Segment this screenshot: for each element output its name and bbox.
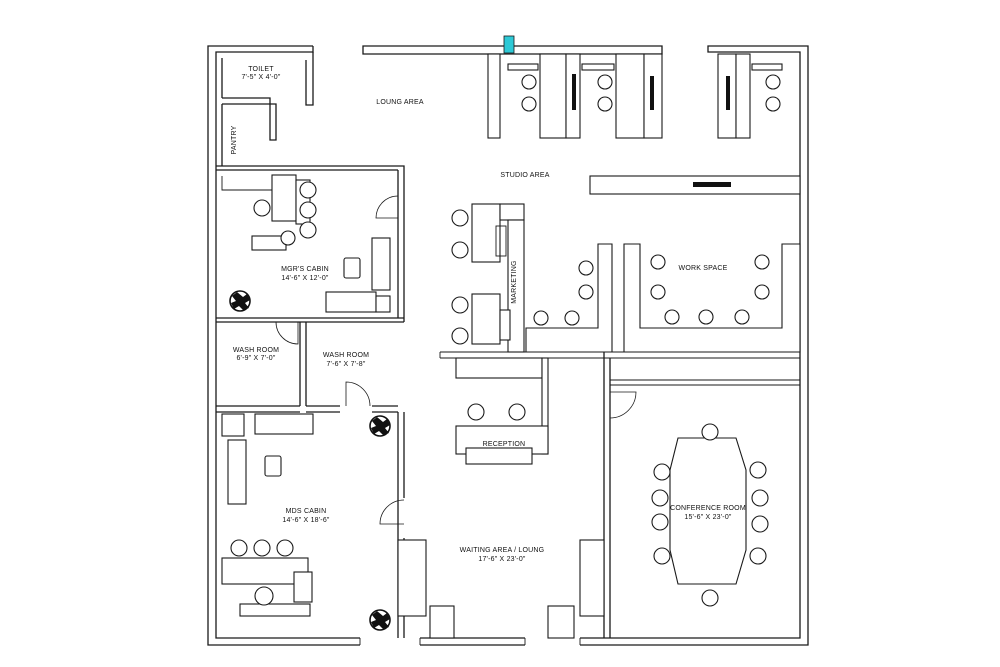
toilet-size: 7'-5" X 4'-0" (241, 74, 280, 81)
workspace-area (440, 243, 801, 359)
conference-size: 15'-6" X 23'-0" (684, 514, 732, 521)
reception-label: RECEPTION (483, 441, 526, 448)
wash-room-2-size: 7'-6" X 7'-8" (326, 361, 365, 368)
lounge-label: LOUNG AREA (376, 99, 424, 106)
mgr-cabin-size: 14'-6" X 12'-0" (281, 275, 329, 282)
mds-cabin-label: MDS CABIN (286, 508, 327, 515)
waiting-label: WAITING AREA / LOUNG (460, 547, 545, 554)
mds-cabin-size: 14'-6" X 18'-6" (282, 517, 330, 524)
mgr-cabin (216, 165, 405, 323)
wash-room-1-size: 6'-9" X 7'-0" (236, 355, 275, 362)
mds-cabin (221, 412, 405, 638)
pantry-label: PANTRY (231, 125, 238, 154)
conference-label: CONFERENCE ROOM (670, 505, 746, 512)
waiting-area (397, 352, 800, 639)
studio-label: STUDIO AREA (500, 172, 549, 179)
marketing-area (451, 203, 525, 353)
toilet-room (221, 52, 314, 166)
conference-room (651, 423, 769, 607)
workspace-label: WORK SPACE (679, 265, 728, 272)
wash-room-2-label: WASH ROOM (323, 352, 369, 359)
reception-area (455, 357, 549, 465)
studio-workstations (487, 53, 783, 139)
wash-room-1-label: WASH ROOM (233, 347, 279, 354)
toilet-label: TOILET (248, 66, 274, 73)
waiting-size: 17'-6" X 23'-0" (478, 556, 526, 563)
marketing-label: MARKETING (511, 260, 518, 303)
mgr-cabin-label: MGR'S CABIN (281, 266, 329, 273)
wash-rooms (216, 321, 398, 413)
studio-desk-monitor (693, 182, 731, 187)
window-marker (503, 35, 515, 54)
